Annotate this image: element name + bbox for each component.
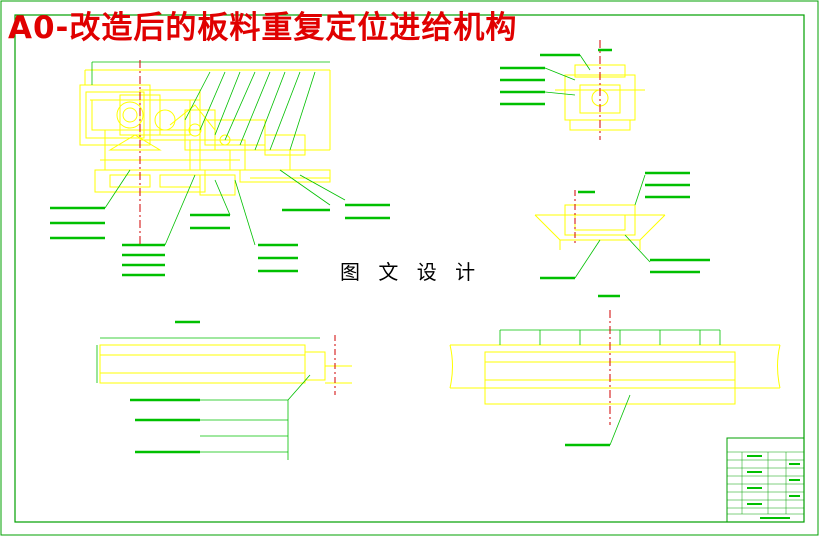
detail-view-middle-right bbox=[534, 171, 710, 280]
drawing-title: A0-改造后的板料重复定位进给机构 bbox=[8, 10, 518, 46]
detail-view-top-right bbox=[500, 40, 645, 140]
section-view-bottom-right bbox=[449, 294, 781, 447]
section-view-bottom-left bbox=[96, 320, 352, 460]
title-block bbox=[726, 437, 805, 523]
watermark-text: 图 文 设 计 bbox=[340, 260, 482, 284]
main-assembly-view bbox=[50, 60, 390, 277]
